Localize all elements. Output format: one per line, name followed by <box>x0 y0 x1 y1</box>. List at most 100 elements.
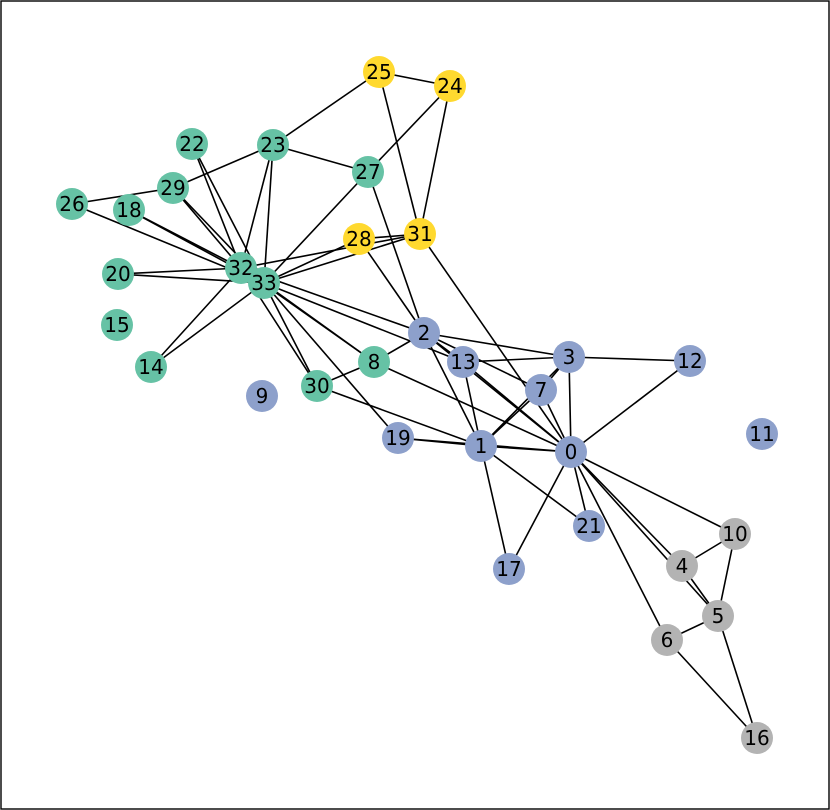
node-circle[interactable] <box>176 128 208 160</box>
node-14[interactable]: 14 <box>135 351 167 383</box>
node-circle[interactable] <box>719 518 751 550</box>
edge-23-32 <box>240 144 274 269</box>
node-22[interactable]: 22 <box>176 128 208 160</box>
edge-8-33 <box>263 282 375 363</box>
node-circle[interactable] <box>113 194 145 226</box>
node-circle[interactable] <box>135 351 167 383</box>
node-circle[interactable] <box>404 218 436 250</box>
node-4[interactable]: 4 <box>666 550 698 582</box>
node-28[interactable]: 28 <box>343 223 375 255</box>
node-0[interactable]: 0 <box>555 436 587 468</box>
node-circle[interactable] <box>56 188 88 220</box>
node-circle[interactable] <box>525 374 557 406</box>
node-circle[interactable] <box>493 553 525 585</box>
node-circle[interactable] <box>343 223 375 255</box>
edge-0-5 <box>570 451 719 617</box>
node-20[interactable]: 20 <box>102 258 134 290</box>
node-15[interactable]: 15 <box>101 309 133 341</box>
node-circle[interactable] <box>447 346 479 378</box>
edge-1-30 <box>316 385 482 447</box>
node-8[interactable]: 8 <box>358 346 390 378</box>
node-12[interactable]: 12 <box>674 345 706 377</box>
node-circle[interactable] <box>553 341 585 373</box>
edge-28-33 <box>263 238 360 284</box>
edge-22-32 <box>191 143 242 269</box>
node-26[interactable]: 26 <box>56 188 88 220</box>
node-27[interactable]: 27 <box>352 156 384 188</box>
node-circle[interactable] <box>301 370 333 402</box>
node-label: 24 <box>437 74 462 98</box>
node-1[interactable]: 1 <box>465 430 497 462</box>
node-circle[interactable] <box>246 380 278 412</box>
edge-2-3 <box>423 332 570 358</box>
node-7[interactable]: 7 <box>525 374 557 406</box>
node-label: 11 <box>749 422 774 446</box>
node-label: 32 <box>228 256 253 280</box>
node-label: 26 <box>59 192 84 216</box>
node-label: 33 <box>251 271 276 295</box>
node-label: 22 <box>179 132 204 156</box>
node-circle[interactable] <box>382 422 414 454</box>
node-circle[interactable] <box>702 600 734 632</box>
node-label: 3 <box>563 345 576 369</box>
node-circle[interactable] <box>741 722 773 754</box>
node-label: 14 <box>138 355 163 379</box>
node-circle[interactable] <box>746 418 778 450</box>
edge-0-13 <box>462 361 572 453</box>
node-21[interactable]: 21 <box>573 510 605 542</box>
node-17[interactable]: 17 <box>493 553 525 585</box>
node-circle[interactable] <box>358 346 390 378</box>
node-19[interactable]: 19 <box>382 422 414 454</box>
node-30[interactable]: 30 <box>301 370 333 402</box>
node-23[interactable]: 23 <box>257 129 289 161</box>
node-circle[interactable] <box>674 345 706 377</box>
node-label: 20 <box>105 262 130 286</box>
edge-24-31 <box>419 85 451 235</box>
node-label: 1 <box>475 434 488 458</box>
edge-23-29 <box>172 144 274 189</box>
node-2[interactable]: 2 <box>408 317 440 349</box>
node-circle[interactable] <box>363 56 395 88</box>
node-32[interactable]: 32 <box>225 252 257 284</box>
edge-31-32 <box>240 233 421 269</box>
node-circle[interactable] <box>666 550 698 582</box>
node-9[interactable]: 9 <box>246 380 278 412</box>
node-circle[interactable] <box>225 252 257 284</box>
node-3[interactable]: 3 <box>553 341 585 373</box>
node-circle[interactable] <box>101 309 133 341</box>
node-circle[interactable] <box>573 510 605 542</box>
node-10[interactable]: 10 <box>719 518 751 550</box>
node-label: 12 <box>677 349 702 373</box>
edge-1-17 <box>480 445 510 570</box>
node-11[interactable]: 11 <box>746 418 778 450</box>
edge-19-33 <box>263 282 399 439</box>
node-31[interactable]: 31 <box>404 218 436 250</box>
node-label: 15 <box>104 313 129 337</box>
node-circle[interactable] <box>248 267 280 299</box>
node-circle[interactable] <box>434 70 466 102</box>
node-18[interactable]: 18 <box>113 194 145 226</box>
node-13[interactable]: 13 <box>447 346 479 378</box>
node-33[interactable]: 33 <box>248 267 280 299</box>
node-29[interactable]: 29 <box>157 172 189 204</box>
node-circle[interactable] <box>651 624 683 656</box>
node-circle[interactable] <box>465 430 497 462</box>
node-6[interactable]: 6 <box>651 624 683 656</box>
node-circle[interactable] <box>257 129 289 161</box>
edge-25-31 <box>378 71 421 235</box>
node-5[interactable]: 5 <box>702 600 734 632</box>
node-24[interactable]: 24 <box>434 70 466 102</box>
node-circle[interactable] <box>408 317 440 349</box>
node-circle[interactable] <box>352 156 384 188</box>
node-label: 25 <box>366 60 391 84</box>
edge-23-25 <box>272 71 380 146</box>
node-16[interactable]: 16 <box>741 722 773 754</box>
node-label: 21 <box>576 514 601 538</box>
node-circle[interactable] <box>157 172 189 204</box>
edge-0-17 <box>508 451 572 570</box>
node-25[interactable]: 25 <box>363 56 395 88</box>
node-circle[interactable] <box>555 436 587 468</box>
edge-27-33 <box>263 171 369 284</box>
node-circle[interactable] <box>102 258 134 290</box>
